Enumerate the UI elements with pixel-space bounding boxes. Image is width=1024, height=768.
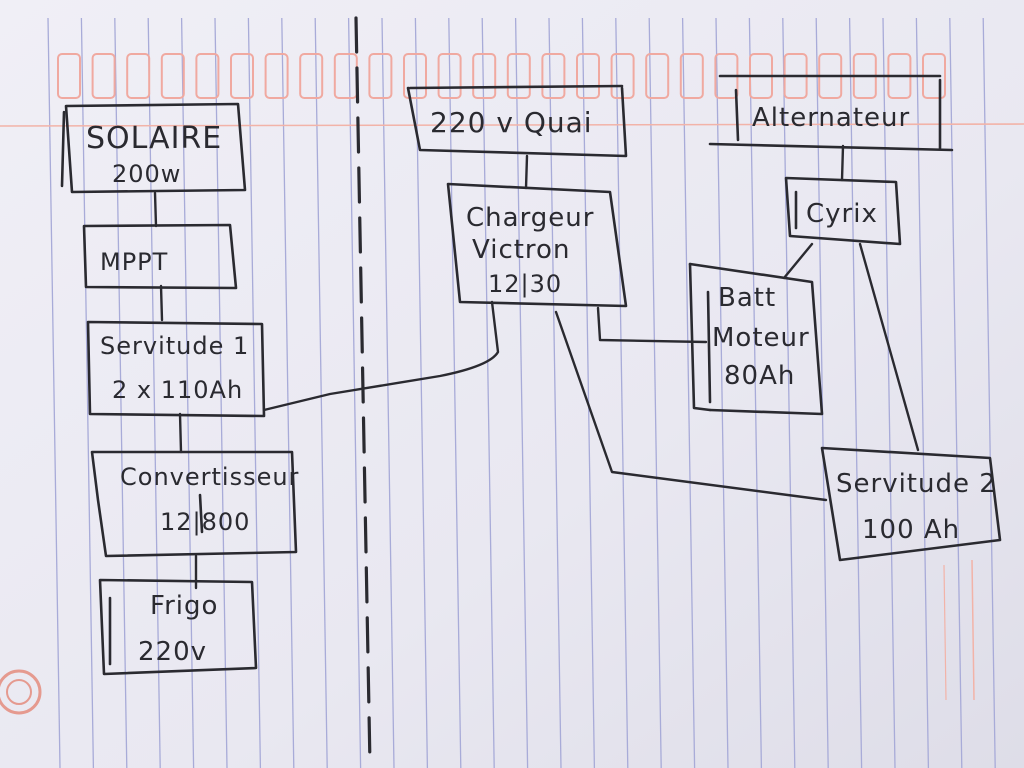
node-servitude2: Servitude 2 100 Ah [820, 446, 1002, 562]
chargeur-brand: Victron [472, 235, 570, 265]
header-pad [126, 53, 151, 99]
wire-chargeur-servitude1 [262, 300, 500, 412]
header-pad [541, 53, 566, 99]
header-pad [195, 53, 220, 99]
header-pad [403, 53, 427, 99]
ruled-line [514, 17, 529, 768]
node-convertisseur: Convertisseur 12|800 [90, 450, 299, 558]
cyrix-label: Cyrix [806, 199, 878, 229]
servitude2-title: Servitude 2 [836, 469, 997, 499]
header-pad [368, 53, 393, 99]
mppt-label: MPPT [100, 248, 168, 276]
node-cyrix: Cyrix [784, 176, 902, 246]
dashed-separator [354, 16, 372, 767]
ruled-line [882, 17, 896, 768]
wire-solaire-mppt [153, 191, 158, 228]
ruled-line [214, 17, 228, 768]
wire-cyrix-batt-moteur [782, 242, 814, 280]
solaire-title: SOLAIRE [86, 121, 222, 156]
frigo-voltage: 220v [138, 637, 207, 667]
wire-cyrix-servitude2 [858, 242, 920, 452]
header-pad [57, 53, 81, 99]
header-pad [91, 53, 116, 99]
paper-brand-stamp [0, 669, 42, 715]
node-frigo: Frigo 220v [98, 578, 258, 676]
ruled-line [347, 17, 362, 768]
ruled-lines [47, 17, 996, 768]
ruled-line [848, 17, 863, 768]
node-servitude1: Servitude 1 2 x 110Ah [86, 320, 266, 418]
header-pad [230, 53, 254, 99]
servitude1-title: Servitude 1 [100, 332, 249, 360]
header-pad [576, 53, 600, 99]
header-pad [472, 53, 497, 99]
chargeur-rating: 12|30 [488, 270, 562, 298]
ruled-line [114, 17, 128, 768]
convertisseur-rating: 12|800 [160, 508, 250, 536]
ruled-line [949, 17, 963, 768]
ruled-line [448, 17, 462, 768]
ruled-line [80, 17, 95, 768]
header-pad [506, 53, 531, 99]
header-pad [679, 53, 704, 99]
alternateur-label: Alternateur [752, 103, 910, 133]
ruled-line [548, 17, 562, 768]
wire-mppt-servitude1 [159, 284, 164, 322]
ruled-line [982, 17, 996, 768]
batt-moteur-line1: Batt [718, 283, 776, 313]
quai-label: 220 v Quai [430, 106, 593, 139]
ruled-line [748, 17, 763, 768]
ruled-line [47, 17, 61, 768]
wire-alternateur-cyrix [840, 144, 845, 182]
ruled-line [314, 17, 328, 768]
node-solaire: SOLAIRE 200w [60, 102, 247, 194]
ruled-line [681, 17, 696, 768]
wires [153, 144, 920, 590]
node-alternateur: Alternateur [708, 74, 954, 152]
ruled-line [481, 17, 495, 768]
header-pad [437, 53, 462, 99]
node-quai: 220 v Quai [406, 84, 628, 158]
servitude1-capacity: 2 x 110Ah [112, 376, 243, 404]
red-margin-line [0, 123, 1024, 127]
ruled-line [381, 17, 395, 768]
header-pad [299, 53, 324, 99]
right-margin-line-2 [943, 564, 947, 701]
frigo-title: Frigo [150, 591, 218, 621]
ruled-line [147, 17, 161, 768]
header-pad [645, 53, 670, 99]
node-chargeur: Chargeur Victron 12|30 [446, 182, 628, 308]
wire-chargeur-servitude2 [554, 310, 828, 502]
ruled-line [180, 17, 195, 768]
ruled-line [815, 17, 829, 768]
header-pad [264, 53, 289, 99]
node-mppt: MPPT [82, 223, 238, 290]
ruled-line [782, 17, 796, 768]
ruled-line [615, 17, 629, 768]
wire-chargeur-batt-moteur [596, 306, 708, 344]
ruled-line [648, 17, 662, 768]
batt-moteur-line2: Moteur [712, 323, 810, 353]
convertisseur-title: Convertisseur [120, 463, 299, 491]
solaire-power: 200w [112, 160, 181, 188]
ruled-line [581, 17, 596, 768]
ruled-line [915, 17, 930, 768]
ruled-line [281, 17, 295, 768]
wire-servitude1-convertisseur [178, 412, 183, 454]
right-margin-line [971, 559, 975, 701]
chargeur-title: Chargeur [466, 203, 594, 233]
servitude2-capacity: 100 Ah [862, 515, 960, 545]
batt-moteur-capacity: 80Ah [724, 361, 795, 391]
header-pad [160, 53, 185, 99]
ruled-line [247, 17, 262, 768]
wire-quai-chargeur [524, 154, 529, 190]
node-batt-moteur: Batt Moteur 80Ah [688, 262, 824, 416]
